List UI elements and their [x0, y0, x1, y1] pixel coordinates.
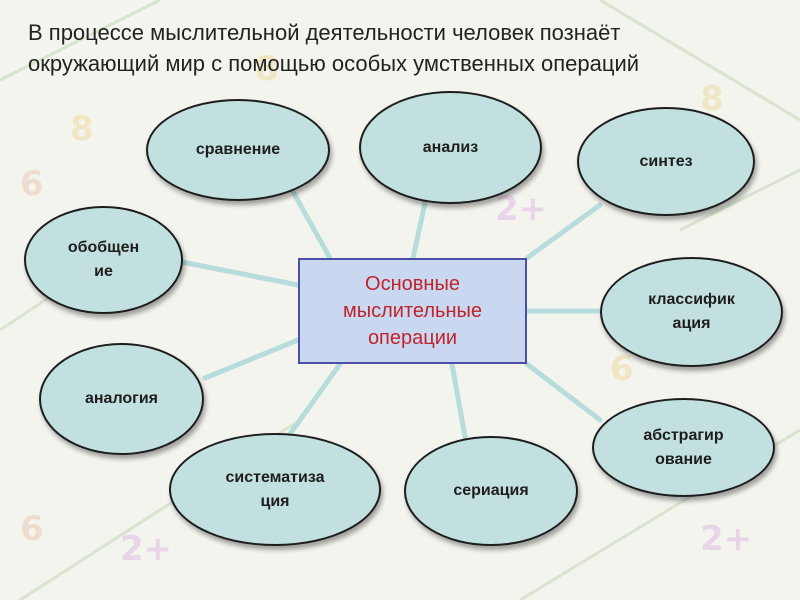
node-systematization: систематиза ция [169, 433, 381, 546]
node-classification: классифик ация [600, 257, 783, 367]
main-concept-box: Основные мыслительные операции [298, 258, 527, 364]
svg-text:6: 6 [20, 509, 44, 549]
connector-comparison [289, 187, 333, 261]
node-abstraction: абстрагир ование [592, 398, 775, 497]
svg-text:6: 6 [20, 164, 44, 204]
connector-abstraction [524, 361, 603, 423]
node-seriation: сериация [404, 436, 578, 546]
node-comparison: сравнение [146, 99, 330, 201]
svg-text:8: 8 [700, 79, 724, 119]
svg-text:8: 8 [255, 49, 279, 89]
node-analogy: аналогия [39, 343, 204, 455]
svg-text:2+: 2+ [495, 189, 547, 229]
connector-synthesis [524, 202, 603, 261]
title-line-2: окружающий мир с помощью особых умственн… [28, 51, 640, 76]
node-analysis: анализ [359, 91, 542, 204]
node-synthesis: синтез [577, 107, 755, 216]
connector-analogy [202, 337, 301, 381]
svg-text:8: 8 [70, 109, 94, 149]
slide-title: В процессе мыслительной деятельности чел… [28, 17, 788, 79]
connector-systematization [287, 361, 343, 437]
connector-generalization [179, 259, 301, 288]
svg-text:2+: 2+ [120, 529, 172, 569]
connector-seriation [449, 361, 468, 440]
connector-analysis [410, 200, 428, 261]
svg-text:6: 6 [610, 349, 634, 389]
svg-text:2+: 2+ [700, 519, 752, 559]
title-line-1: В процессе мыслительной деятельности чел… [28, 20, 621, 45]
node-generalization: обобщен ие [24, 206, 183, 314]
